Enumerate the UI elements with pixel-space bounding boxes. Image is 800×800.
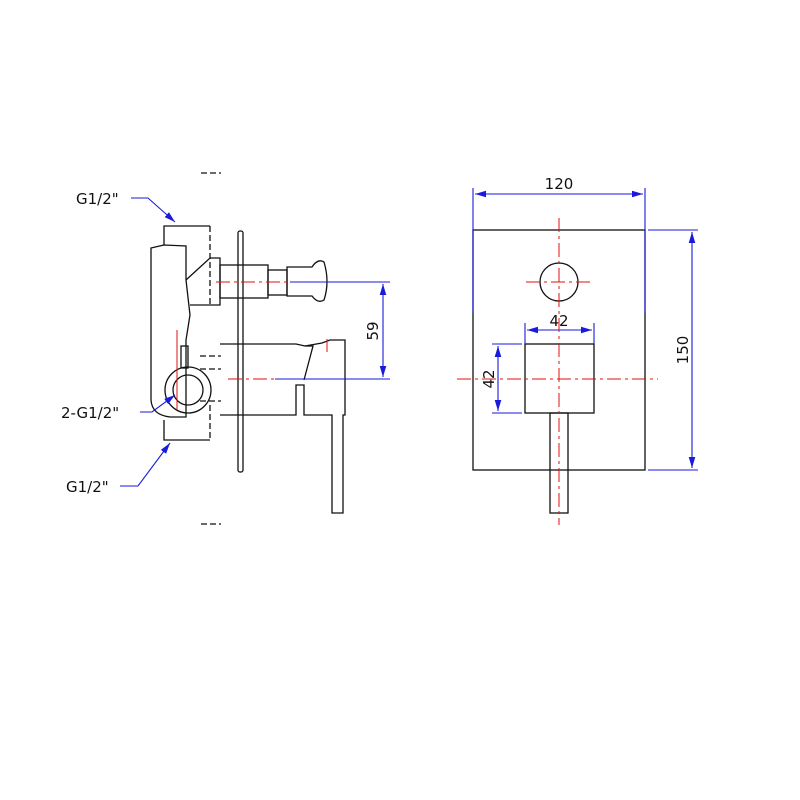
outlet-ring-outer <box>164 366 212 414</box>
side-view: 59 G1/2" 2-G1/2" G1/2" <box>61 172 390 525</box>
valve-body-bottom <box>163 420 210 441</box>
wall-plate-side <box>237 230 244 473</box>
pipe-stub <box>180 345 189 369</box>
valve-body-top <box>163 225 210 245</box>
leader-bottom <box>120 442 171 487</box>
diverter-knob <box>286 260 328 302</box>
valve-body-side <box>150 244 191 418</box>
dim-120-label: 120 <box>545 175 574 193</box>
outlet-ring-inner <box>172 374 204 406</box>
mixer-lever-handle <box>220 339 346 514</box>
dim-59-label: 59 <box>364 321 382 340</box>
dim-150-label: 150 <box>674 336 692 365</box>
valve-outlet-top <box>185 257 221 306</box>
leader-middle <box>140 394 176 413</box>
label-bottom-inlet: G1/2" <box>66 478 109 496</box>
front-view: 120 150 42 42 <box>457 175 698 525</box>
leader-top <box>131 197 176 223</box>
label-outlets: 2-G1/2" <box>61 404 119 422</box>
label-top-inlet: G1/2" <box>76 190 119 208</box>
